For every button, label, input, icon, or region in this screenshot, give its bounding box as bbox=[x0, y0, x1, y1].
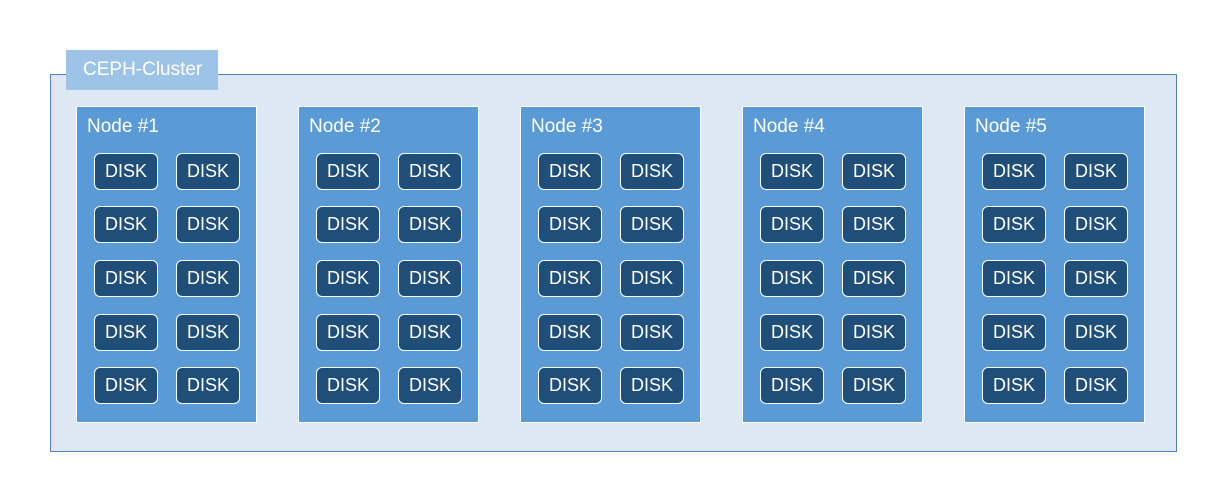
disk-box: DISK bbox=[316, 314, 380, 351]
disk-box: DISK bbox=[398, 260, 462, 297]
disk-box: DISK bbox=[1064, 260, 1128, 297]
disk-box: DISK bbox=[1064, 206, 1128, 243]
disk-box: DISK bbox=[842, 206, 906, 243]
disk-box: DISK bbox=[538, 260, 602, 297]
disk-box: DISK bbox=[316, 260, 380, 297]
node-1: Node #1 DISK DISK DISK DISK DISK DISK DISK DISK D… bbox=[76, 106, 257, 423]
disk-box: DISK bbox=[620, 153, 684, 190]
node-title: Node #2 bbox=[309, 116, 381, 137]
node-3: Node #3 DISK DISK DISK DISK DISK DISK DISK DISK D… bbox=[520, 106, 701, 423]
disk-box: DISK bbox=[982, 153, 1046, 190]
disk-box: DISK bbox=[398, 153, 462, 190]
disk-box: DISK bbox=[982, 367, 1046, 404]
disk-box: DISK bbox=[398, 314, 462, 351]
disk-box: DISK bbox=[1064, 153, 1128, 190]
disk-box: DISK bbox=[176, 314, 240, 351]
disk-box: DISK bbox=[398, 367, 462, 404]
disk-box: DISK bbox=[760, 260, 824, 297]
disk-box: DISK bbox=[842, 153, 906, 190]
disk-box: DISK bbox=[176, 260, 240, 297]
disk-box: DISK bbox=[94, 153, 158, 190]
disk-box: DISK bbox=[1064, 367, 1128, 404]
disk-box: DISK bbox=[316, 367, 380, 404]
disk-box: DISK bbox=[316, 153, 380, 190]
node-5: Node #5 DISK DISK DISK DISK DISK DISK DISK DISK D… bbox=[964, 106, 1145, 423]
cluster-label: CEPH-Cluster bbox=[66, 50, 218, 90]
disk-box: DISK bbox=[760, 153, 824, 190]
disk-box: DISK bbox=[760, 367, 824, 404]
disk-box: DISK bbox=[620, 206, 684, 243]
disk-box: DISK bbox=[316, 206, 380, 243]
disk-box: DISK bbox=[1064, 314, 1128, 351]
disk-box: DISK bbox=[982, 206, 1046, 243]
disk-box: DISK bbox=[842, 260, 906, 297]
disk-box: DISK bbox=[538, 367, 602, 404]
disk-box: DISK bbox=[398, 206, 462, 243]
node-title: Node #5 bbox=[975, 116, 1047, 137]
disk-box: DISK bbox=[620, 314, 684, 351]
disk-box: DISK bbox=[620, 260, 684, 297]
disk-box: DISK bbox=[842, 367, 906, 404]
disk-box: DISK bbox=[94, 367, 158, 404]
node-2: Node #2 DISK DISK DISK DISK DISK DISK DISK DISK D… bbox=[298, 106, 479, 423]
disk-box: DISK bbox=[94, 206, 158, 243]
disk-box: DISK bbox=[176, 153, 240, 190]
disk-box: DISK bbox=[538, 314, 602, 351]
node-title: Node #1 bbox=[87, 116, 159, 137]
disk-box: DISK bbox=[982, 314, 1046, 351]
node-title: Node #4 bbox=[753, 116, 825, 137]
disk-box: DISK bbox=[176, 367, 240, 404]
disk-box: DISK bbox=[620, 367, 684, 404]
disk-box: DISK bbox=[760, 206, 824, 243]
node-4: Node #4 DISK DISK DISK DISK DISK DISK DISK DISK D… bbox=[742, 106, 923, 423]
node-title: Node #3 bbox=[531, 116, 603, 137]
disk-box: DISK bbox=[538, 153, 602, 190]
disk-box: DISK bbox=[842, 314, 906, 351]
disk-box: DISK bbox=[982, 260, 1046, 297]
disk-box: DISK bbox=[94, 314, 158, 351]
disk-box: DISK bbox=[760, 314, 824, 351]
disk-box: DISK bbox=[538, 206, 602, 243]
disk-box: DISK bbox=[176, 206, 240, 243]
disk-box: DISK bbox=[94, 260, 158, 297]
